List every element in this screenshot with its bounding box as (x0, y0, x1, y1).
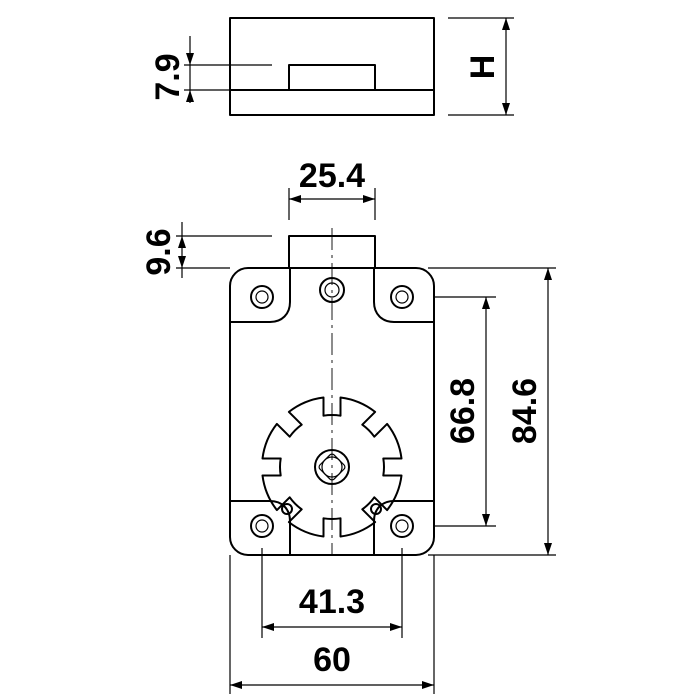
top-view-slot (288, 64, 376, 91)
ear-bottom-right (373, 500, 435, 556)
lock-body (229, 267, 435, 556)
ear-top-right (373, 267, 435, 323)
pin-left (281, 503, 293, 515)
mounting-hole-top-right (390, 285, 414, 309)
dim-top-thickness-label: 7.9 (149, 53, 187, 100)
ear-bottom-left (229, 500, 291, 556)
mounting-hole-top-left (250, 285, 274, 309)
dim-body-height: 84.6 (428, 267, 556, 556)
mounting-hole-bottom-left (250, 514, 274, 538)
top-view-body (229, 17, 435, 116)
dim-hole-vertical-label: 66.8 (444, 378, 482, 444)
dim-top-height: H (448, 17, 514, 116)
front-view (229, 228, 435, 556)
boss (288, 235, 376, 269)
dim-body-height-label: 84.6 (506, 378, 544, 444)
ear-top-left (229, 267, 291, 323)
dim-body-width: 60 (229, 555, 435, 694)
center-top-hole (319, 277, 345, 303)
rotor-cam (261, 396, 403, 538)
dim-body-width-label: 60 (313, 641, 351, 679)
dim-boss-height: 9.6 (140, 222, 272, 278)
dim-top-thickness: 7.9 (149, 36, 272, 103)
pin-right (370, 503, 382, 515)
mounting-hole-bottom-right (390, 514, 414, 538)
dim-hole-horizontal: 41.3 (261, 548, 403, 638)
dim-boss-width-label: 25.4 (299, 157, 365, 195)
dim-hole-horizontal-label: 41.3 (299, 583, 365, 621)
dim-top-height-label: H (464, 55, 502, 80)
top-view (229, 17, 435, 116)
dim-boss-height-label: 9.6 (140, 228, 178, 275)
spindle (314, 449, 350, 485)
dim-hole-vertical: 66.8 (434, 296, 496, 527)
dim-boss-width: 25.4 (288, 157, 376, 220)
